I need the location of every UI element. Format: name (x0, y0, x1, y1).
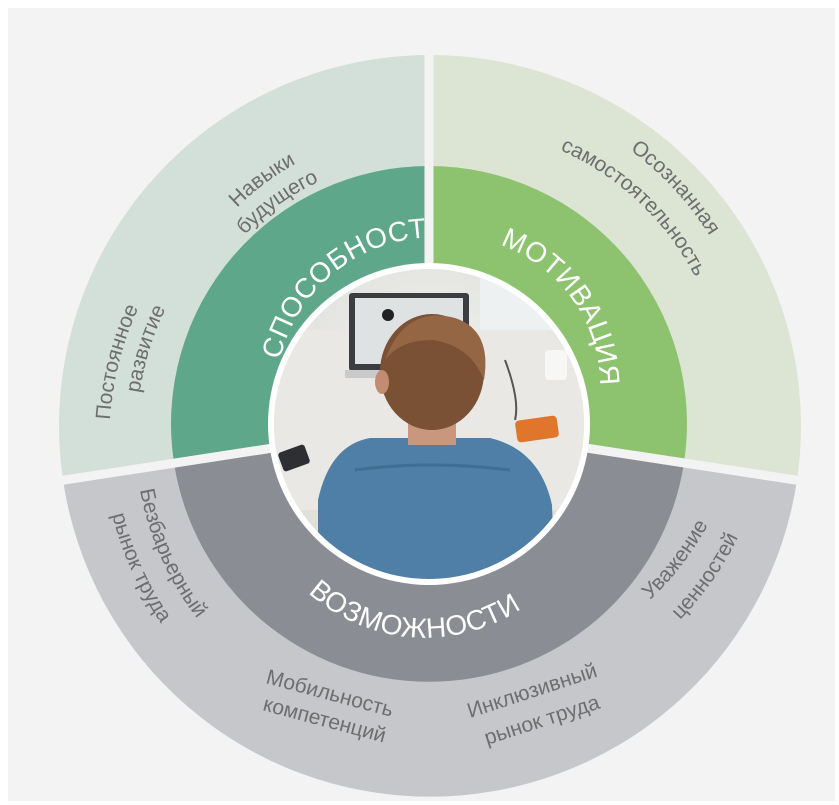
person-at-laptop-photo (274, 269, 584, 579)
